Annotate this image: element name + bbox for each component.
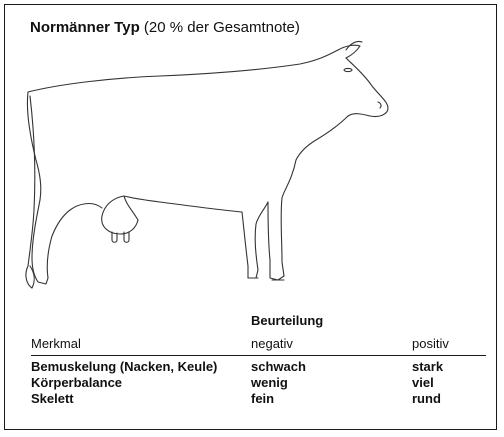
row-negative: fein (251, 391, 274, 407)
cow-hind-leg-rear (32, 200, 52, 284)
assessment-label: Beurteilung (251, 313, 323, 329)
row-positive: stark (412, 359, 443, 375)
row-trait: Bemuskelung (Nacken, Keule) (31, 359, 217, 375)
header-negative: negativ (251, 336, 293, 352)
row-negative: wenig (251, 375, 288, 391)
figure-title: Normänner Typ (20 % der Gesamtnote) (30, 19, 300, 37)
cow-ear (338, 45, 360, 58)
cow-hind-leg-front (124, 196, 138, 220)
table-divider (31, 355, 486, 356)
table-row: Körperbalance wenig viel (31, 375, 491, 391)
title-bold: Normänner Typ (30, 19, 140, 36)
header-positive: positiv (412, 336, 449, 352)
cow-belly (124, 196, 242, 212)
header-trait: Merkmal (31, 336, 81, 352)
table-row: Skelett fein rund (31, 391, 491, 407)
cow-head (346, 58, 388, 117)
cow-outline-icon (20, 40, 400, 300)
row-trait: Skelett (31, 391, 74, 407)
cow-back-line (28, 50, 338, 92)
row-negative: schwach (251, 359, 306, 375)
cow-front-leg-left (242, 202, 268, 278)
table-row: Bemuskelung (Nacken, Keule) schwach star… (31, 359, 491, 375)
trait-table-body: Bemuskelung (Nacken, Keule) schwach star… (31, 359, 491, 407)
cow-throat (296, 116, 348, 160)
title-subtitle: (20 % der Gesamtnote) (144, 19, 300, 36)
table-header-row: Merkmal negativ positiv (31, 336, 491, 352)
cow-eye (344, 68, 352, 71)
row-positive: rund (412, 391, 441, 407)
row-trait: Körperbalance (31, 375, 122, 391)
trait-table-header: Merkmal negativ positiv (31, 336, 491, 352)
cow-udder (102, 196, 138, 234)
row-positive: viel (412, 375, 434, 391)
cow-nostril (378, 102, 381, 108)
cow-front-leg-right (268, 160, 296, 280)
cow-hind-leg-inner (52, 204, 102, 236)
